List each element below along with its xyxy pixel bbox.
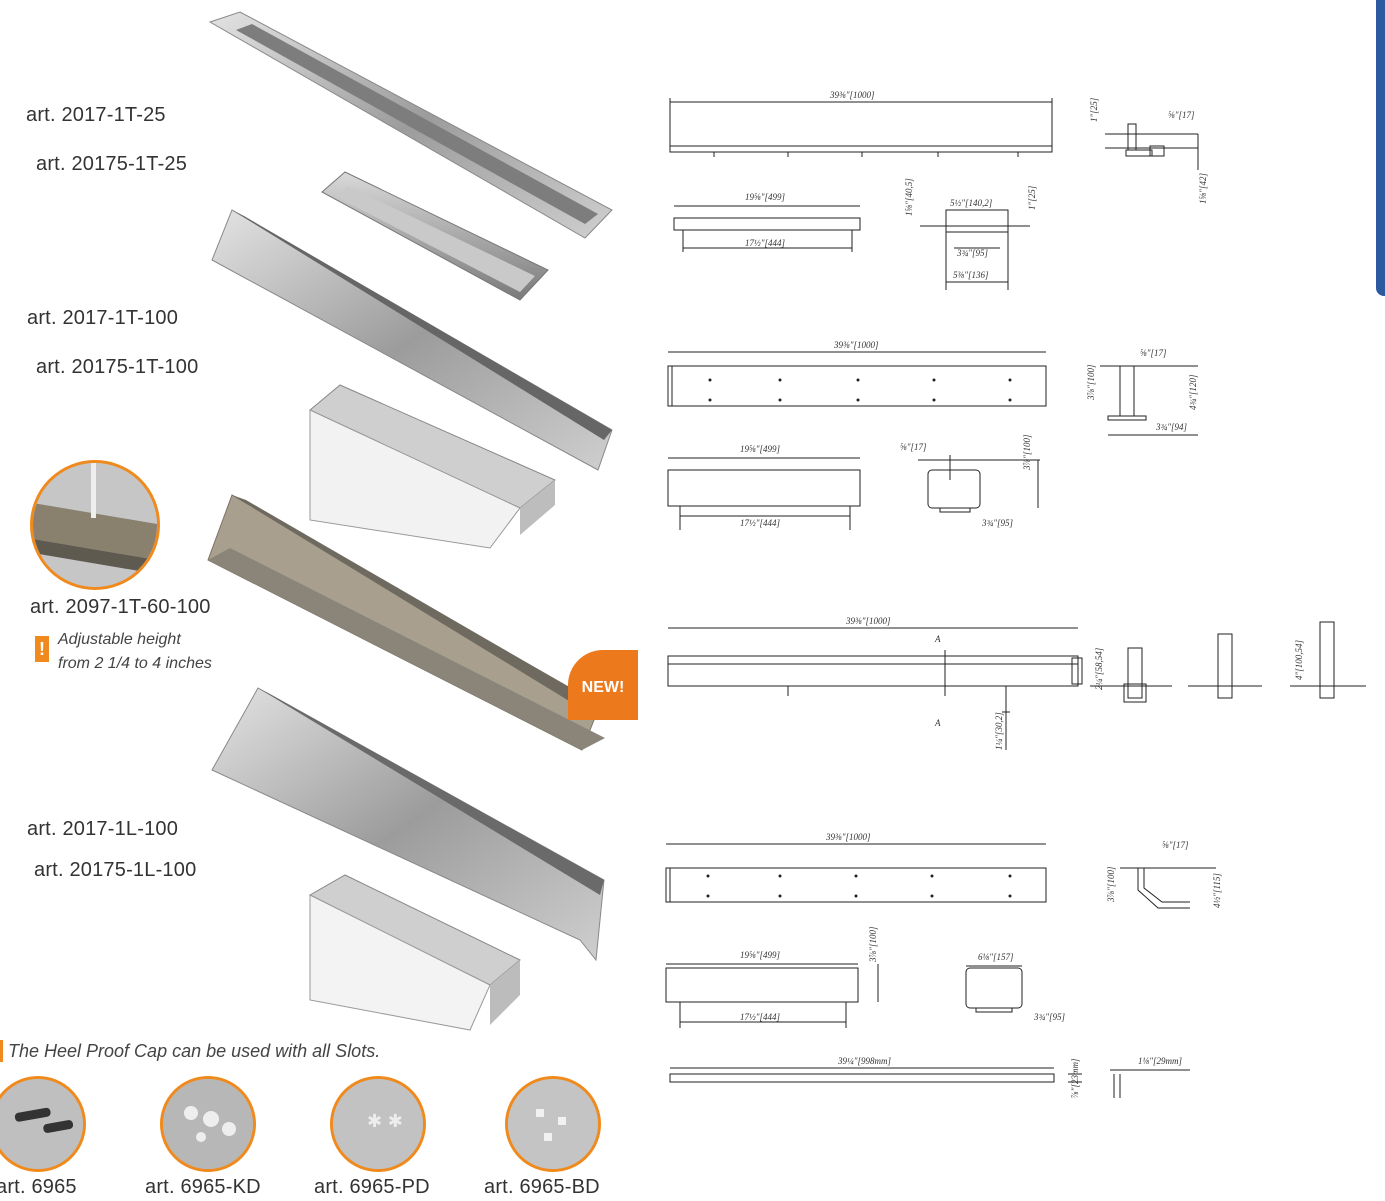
warning-icon: !: [35, 636, 49, 662]
r2-width2: ⅝"[17]: [900, 442, 927, 452]
cap-6965-pd-image: ✱ ✱: [330, 1076, 426, 1172]
new-badge: NEW!: [568, 650, 638, 720]
r2-inner: 17½"[444]: [740, 518, 781, 528]
drawing-row-4: 39⅜"[1000] ⅝"[17] 3⅞"[100] 4½"[115] 19⅝"…: [665, 832, 1222, 1028]
r4-half: 19⅝"[499]: [740, 950, 781, 960]
r1-width: ⅝"[17]: [1168, 110, 1195, 120]
r4-height: 3⅞"[100]: [1106, 866, 1116, 903]
cap-6965-kd-label: art. 6965-KD: [145, 1176, 261, 1198]
r1-d5: 5⅜"[136]: [953, 270, 989, 280]
r2-base2: 3¾"[95]: [981, 518, 1014, 528]
r4-width: ⅝"[17]: [1162, 840, 1189, 850]
product-4-label-2: art. 20175-1L-100: [34, 859, 197, 881]
cap-6965-image: [0, 1076, 86, 1172]
r3-h1: 2¼"[58,54]: [1094, 647, 1104, 690]
r2-width: ⅝"[17]: [1140, 348, 1167, 358]
r4-height2: 4½"[115]: [1212, 873, 1222, 908]
r2-height2: 4¾"[120]: [1188, 374, 1198, 410]
r4-inner: 17½"[444]: [740, 1012, 781, 1022]
r1-length: 39⅜"[1000]: [829, 90, 875, 100]
r1-inner: 17½"[444]: [745, 238, 786, 248]
slot-drain-1l-100-image: [211, 687, 605, 1031]
r2-length: 39⅜"[1000]: [833, 340, 879, 350]
cap-6965-bd-image: [505, 1076, 601, 1172]
cap-6965-label: art. 6965: [0, 1176, 77, 1198]
slot-drain-adjustable-image: [207, 494, 605, 751]
r2-height: 3⅞"[100]: [1086, 364, 1096, 401]
r4-top: 6⅛"[157]: [978, 952, 1014, 962]
cap-6965-bd-label: art. 6965-BD: [484, 1176, 600, 1198]
r5-length: 39¼"[998mm]: [837, 1056, 892, 1066]
product-4-label-1: art. 2017-1L-100: [27, 818, 179, 840]
r3-drop: 1¼"[30,2]: [994, 712, 1004, 750]
adjustable-note-line-2: from 2 1/4 to 4 inches: [58, 655, 212, 672]
drawing-row-2: 39⅜"[1000] ⅝"[17] 3⅞"[100] 4¾"[120] 3¾"[…: [667, 340, 1198, 530]
product-3-label: art. 2097-1T-60-100: [30, 596, 211, 618]
detail-zoom-circle: [30, 460, 160, 590]
r5-height: ⅞"[23mm]: [1070, 1058, 1080, 1098]
svg-text:✱ ✱: ✱ ✱: [367, 1111, 403, 1132]
slot-drain-1t-100-image: [211, 209, 613, 549]
r1-d2: 5½"[140,2]: [950, 198, 993, 208]
r1-d4: 3¾"[95]: [956, 248, 989, 258]
product-1-label-2: art. 20175-1T-25: [36, 153, 188, 175]
r1-half: 19⅝"[499]: [745, 192, 786, 202]
cap-6965-pd-label: art. 6965-PD: [314, 1176, 430, 1198]
drawing-row-3: 39⅜"[1000] A A 1¼"[30,2] 2¼"[58,54] 4"[1…: [667, 616, 1366, 750]
r3-length: 39⅜"[1000]: [845, 616, 891, 626]
r4-height3: 3⅞"[100]: [868, 926, 878, 963]
drawing-row-5: 39¼"[998mm] ⅞"[23mm] 1⅛"[29mm]: [669, 1056, 1190, 1098]
slot-drain-1t-25-image: [208, 11, 613, 301]
note-marker: [0, 1040, 3, 1062]
r1-d3: 1"[25]: [1027, 185, 1037, 210]
drawing-row-1: 39⅜"[1000] ⅝"[17] 1"[25] 1⅝"[42] 19⅝"[49…: [669, 90, 1208, 290]
product-2-label-2: art. 20175-1T-100: [36, 356, 199, 378]
product-photos: [207, 11, 613, 1031]
technical-drawings: 39⅜"[1000] ⅝"[17] 1"[25] 1⅝"[42] 19⅝"[49…: [665, 90, 1366, 1098]
r1-height: 1"[25]: [1089, 97, 1099, 122]
heel-proof-note: The Heel Proof Cap can be used with all …: [8, 1041, 381, 1061]
r4-length: 39⅜"[1000]: [825, 832, 871, 842]
r2-base: 3¾"[94]: [1155, 422, 1188, 432]
r5-width: 1⅛"[29mm]: [1138, 1056, 1183, 1066]
product-1-label-1: art. 2017-1T-25: [26, 104, 166, 126]
r1-d1: 1⅝"[40,5]: [904, 178, 914, 216]
adjustable-note-line-1: Adjustable height: [58, 631, 181, 648]
product-2-label-1: art. 2017-1T-100: [27, 307, 179, 329]
r2-height3: 3⅞"[100]: [1022, 434, 1032, 471]
r3-section-a-bottom: A: [934, 718, 941, 728]
r2-half: 19⅝"[499]: [740, 444, 781, 454]
side-tab: [1376, 0, 1385, 296]
r3-section-a-top: A: [934, 634, 941, 644]
r3-h2: 4"[100,54]: [1294, 639, 1304, 680]
cap-6965-kd-image: [160, 1076, 256, 1172]
r1-height2: 1⅝"[42]: [1198, 172, 1208, 204]
r4-base: 3¾"[95]: [1033, 1012, 1066, 1022]
